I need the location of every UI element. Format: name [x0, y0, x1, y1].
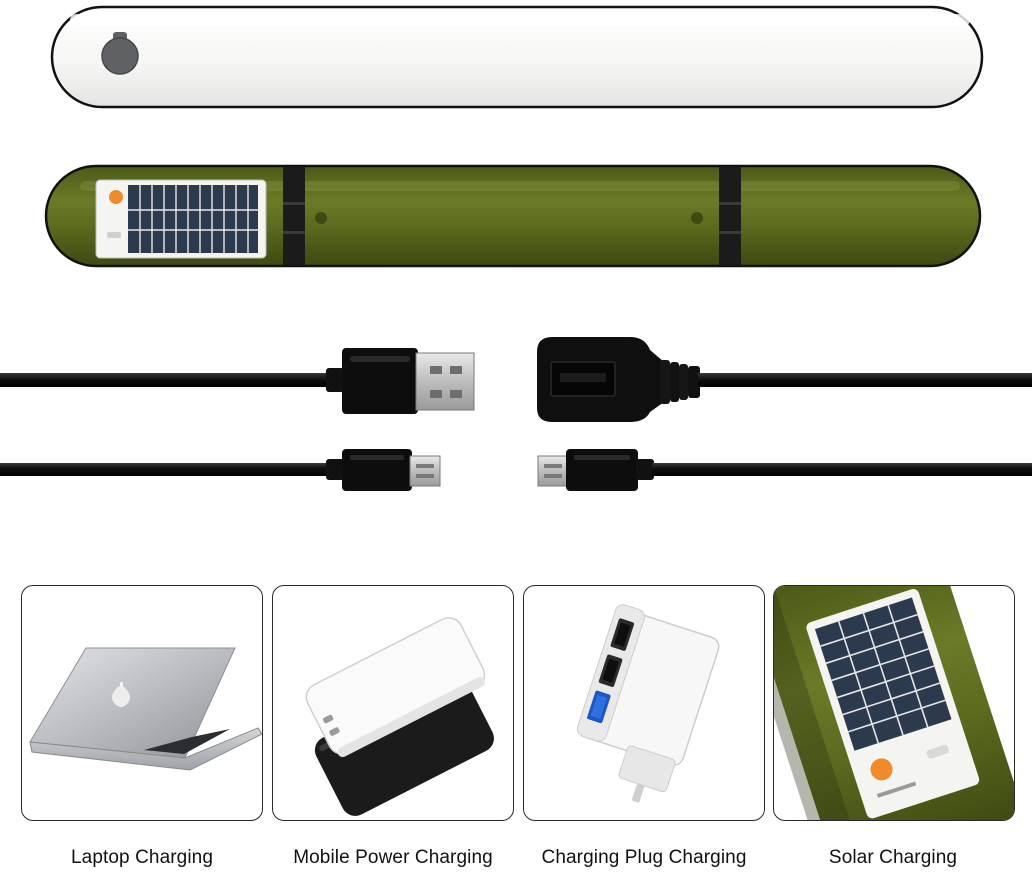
plug-charging-card — [523, 585, 765, 821]
caption-laptop-charging: Laptop Charging — [71, 847, 213, 868]
laptop-charging-card — [21, 585, 263, 821]
usb-a-plug-icon — [0, 348, 475, 414]
round-button-icon — [101, 32, 139, 75]
solar-charging-card — [773, 585, 1015, 821]
power-bank-charging-card — [272, 585, 514, 821]
white-tube — [50, 5, 984, 109]
micro-usb-plug-icon — [0, 449, 441, 491]
caption-charging-plug-charging: Charging Plug Charging — [541, 847, 747, 868]
power-bank-icon — [305, 617, 494, 816]
solar-panel-icon — [95, 179, 267, 259]
caption-mobile-power-charging: Mobile Power Charging — [293, 847, 493, 868]
solar-panel-closeup-icon — [774, 586, 1014, 820]
micro-usb-plug-icon-right — [537, 449, 1032, 491]
olive-tube — [44, 164, 982, 268]
wall-charger-icon — [576, 604, 720, 803]
usb-a-socket-icon — [537, 337, 1032, 422]
caption-solar-charging: Solar Charging — [828, 847, 958, 868]
laptop-icon — [29, 647, 262, 771]
